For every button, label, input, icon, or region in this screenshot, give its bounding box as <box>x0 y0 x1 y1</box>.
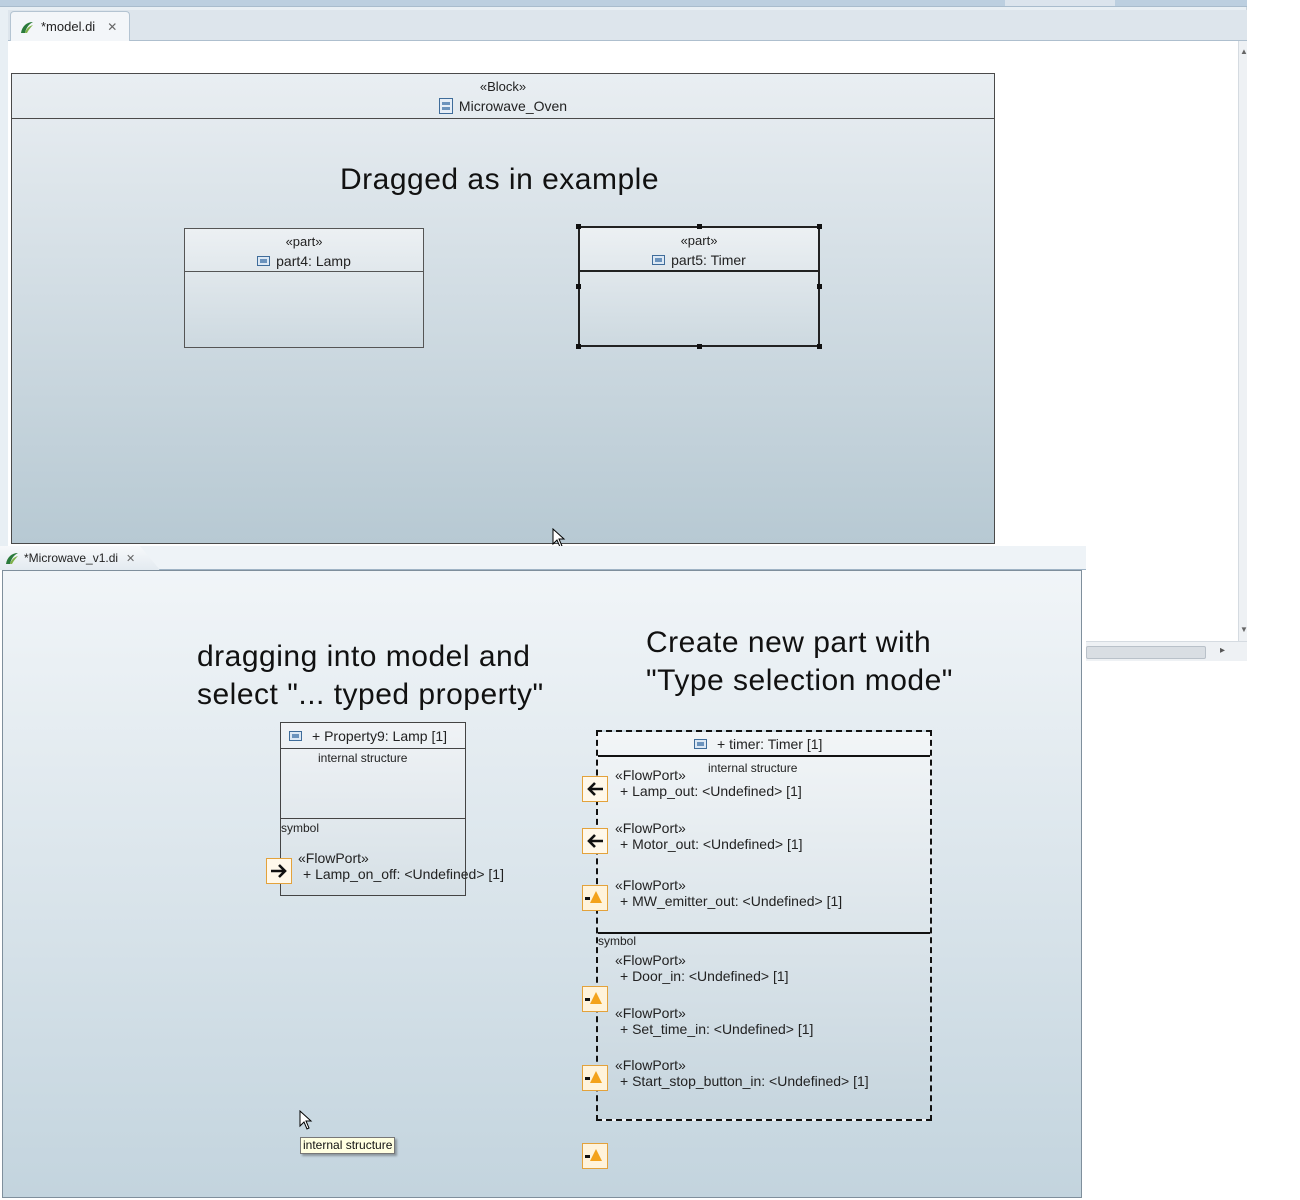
flowport-in-arrow-icon[interactable] <box>582 828 608 854</box>
flowport-name: + Lamp_out: <Undefined> [1] <box>620 783 802 799</box>
property-icon <box>289 731 302 741</box>
block-name: Microwave_Oven <box>458 98 568 114</box>
flowport-warning-icon[interactable] <box>582 986 608 1012</box>
flowport-warning-icon[interactable] <box>582 885 608 911</box>
flowport-stereotype: «FlowPort» <box>615 820 686 836</box>
flowport-stereotype: «FlowPort» <box>615 767 686 783</box>
property-lamp-title: + Property9: Lamp [1] <box>312 728 448 744</box>
part-timer-stereotype: «part» <box>680 233 718 248</box>
compartment-symbol: symbol <box>281 821 320 835</box>
part-timer-header: «part» part5: Timer <box>580 228 818 272</box>
flowport-name: + MW_emitter_out: <Undefined> [1] <box>620 893 843 909</box>
scroll-up-arrow-icon[interactable]: ▲ <box>1240 47 1248 56</box>
resize-handle-s[interactable] <box>697 344 702 349</box>
block-icon <box>438 98 453 114</box>
block-stereotype: «Block» <box>479 79 527 94</box>
property-timer-title: + timer: Timer [1] <box>717 736 823 752</box>
compartment-internal-structure: internal structure <box>708 761 798 775</box>
flowport-name: + Set_time_in: <Undefined> [1] <box>620 1021 814 1037</box>
flowport-stereotype: «FlowPort» <box>298 850 369 866</box>
horizontal-scrollbar[interactable]: ▸ <box>1086 641 1247 661</box>
port-dot <box>585 1077 590 1080</box>
flowport-in-arrow-icon[interactable] <box>582 776 608 802</box>
warning-triangle-icon <box>590 1071 602 1083</box>
scroll-down-arrow-icon[interactable]: ▼ <box>1240 625 1248 634</box>
flowport-out-arrow-icon[interactable] <box>266 858 292 884</box>
compartment-symbol: symbol <box>598 934 637 948</box>
port-dot <box>585 1155 590 1158</box>
mouse-cursor-icon <box>299 1110 313 1130</box>
property-timer[interactable]: + timer: Timer [1] internal structure sy… <box>596 730 932 1121</box>
arrow-right-icon <box>271 864 287 878</box>
block-name-row: Microwave_Oven <box>438 96 568 116</box>
annotation-left-line2: select "... typed property" <box>197 678 544 711</box>
property-icon <box>257 256 271 266</box>
compartment-divider <box>281 818 465 819</box>
resize-handle-ne[interactable] <box>817 224 822 229</box>
tab-microwave-v1-di[interactable]: *Microwave_v1.di ✕ <box>0 546 160 570</box>
arrow-left-icon <box>587 834 603 848</box>
resize-handle-w[interactable] <box>576 284 581 289</box>
compartment-divider <box>598 932 930 934</box>
flowport-name: + Door_in: <Undefined> [1] <box>620 968 789 984</box>
property-lamp-header: + Property9: Lamp [1] <box>281 723 465 749</box>
flowport-name: + Start_stop_button_in: <Undefined> [1] <box>620 1073 869 1089</box>
compartment-internal-structure: internal structure <box>318 751 408 765</box>
part-timer-label: part5: Timer <box>671 252 746 268</box>
flowport-stereotype: «FlowPort» <box>615 1005 686 1021</box>
annotation-right-line2: "Type selection mode" <box>646 664 953 697</box>
resize-handle-nw[interactable] <box>576 224 581 229</box>
close-tab-icon[interactable]: ✕ <box>126 552 136 565</box>
model-editor-tabbar: *model.di ✕ <box>8 10 1247 41</box>
block-header: «Block» Microwave_Oven <box>12 74 994 119</box>
warning-triangle-icon <box>590 891 602 903</box>
port-dot <box>585 998 590 1001</box>
tab-model-di[interactable]: *model.di ✕ <box>10 11 130 41</box>
part-lamp[interactable]: «part» part4: Lamp <box>184 228 424 348</box>
window-top-strip <box>0 0 1247 7</box>
tab-model-di-label: *model.di <box>41 19 96 34</box>
annotation-right-line1: Create new part with <box>646 626 932 659</box>
scroll-right-arrow-icon[interactable]: ▸ <box>1220 645 1226 656</box>
block-microwave-oven[interactable]: «Block» Microwave_Oven <box>11 73 995 544</box>
horizontal-scroll-thumb[interactable] <box>1086 646 1206 659</box>
arrow-left-icon <box>587 782 603 796</box>
flowport-warning-icon[interactable] <box>582 1065 608 1091</box>
property-icon <box>652 255 666 265</box>
tab-microwave-label: *Microwave_v1.di <box>24 551 119 565</box>
microwave-editor-tabbar: *Microwave_v1.di ✕ <box>0 546 1086 570</box>
flowport-name: + Lamp_on_off: <Undefined> [1] <box>303 866 504 882</box>
resize-handle-se[interactable] <box>817 344 822 349</box>
papyrus-diagram-icon <box>6 553 18 564</box>
property-icon <box>694 739 707 749</box>
part-lamp-header: «part» part4: Lamp <box>185 229 423 272</box>
property-lamp-title-row: + Property9: Lamp [1] <box>289 728 447 744</box>
part-lamp-name-row: part4: Lamp <box>257 251 351 271</box>
papyrus-diagram-icon <box>21 21 33 33</box>
resize-handle-sw[interactable] <box>576 344 581 349</box>
flowport-warning-icon[interactable] <box>582 1143 608 1169</box>
vertical-scrollbar[interactable]: ▲ ▼ <box>1238 41 1248 641</box>
part-lamp-label: part4: Lamp <box>276 253 351 269</box>
flowport-stereotype: «FlowPort» <box>615 877 686 893</box>
property-lamp[interactable]: + Property9: Lamp [1] internal structure… <box>280 722 466 896</box>
part-timer-name-row: part5: Timer <box>652 250 746 270</box>
flowport-stereotype: «FlowPort» <box>615 952 686 968</box>
flowport-name: + Motor_out: <Undefined> [1] <box>620 836 803 852</box>
warning-triangle-icon <box>590 992 602 1004</box>
property-timer-title-row: + timer: Timer [1] <box>694 736 822 752</box>
annotation-left-line1: dragging into model and <box>197 640 531 673</box>
mouse-cursor-icon <box>552 528 566 548</box>
resize-handle-e[interactable] <box>817 284 822 289</box>
close-tab-icon[interactable]: ✕ <box>107 19 118 34</box>
tooltip: internal structure <box>300 1137 396 1154</box>
port-dot <box>585 897 590 900</box>
annotation-dragged: Dragged as in example <box>340 163 660 196</box>
resize-handle-n[interactable] <box>697 224 702 229</box>
part-timer[interactable]: «part» part5: Timer <box>576 224 822 349</box>
warning-triangle-icon <box>590 1149 602 1161</box>
part-lamp-stereotype: «part» <box>285 234 323 249</box>
property-timer-header: + timer: Timer [1] <box>598 732 930 757</box>
flowport-stereotype: «FlowPort» <box>615 1057 686 1073</box>
